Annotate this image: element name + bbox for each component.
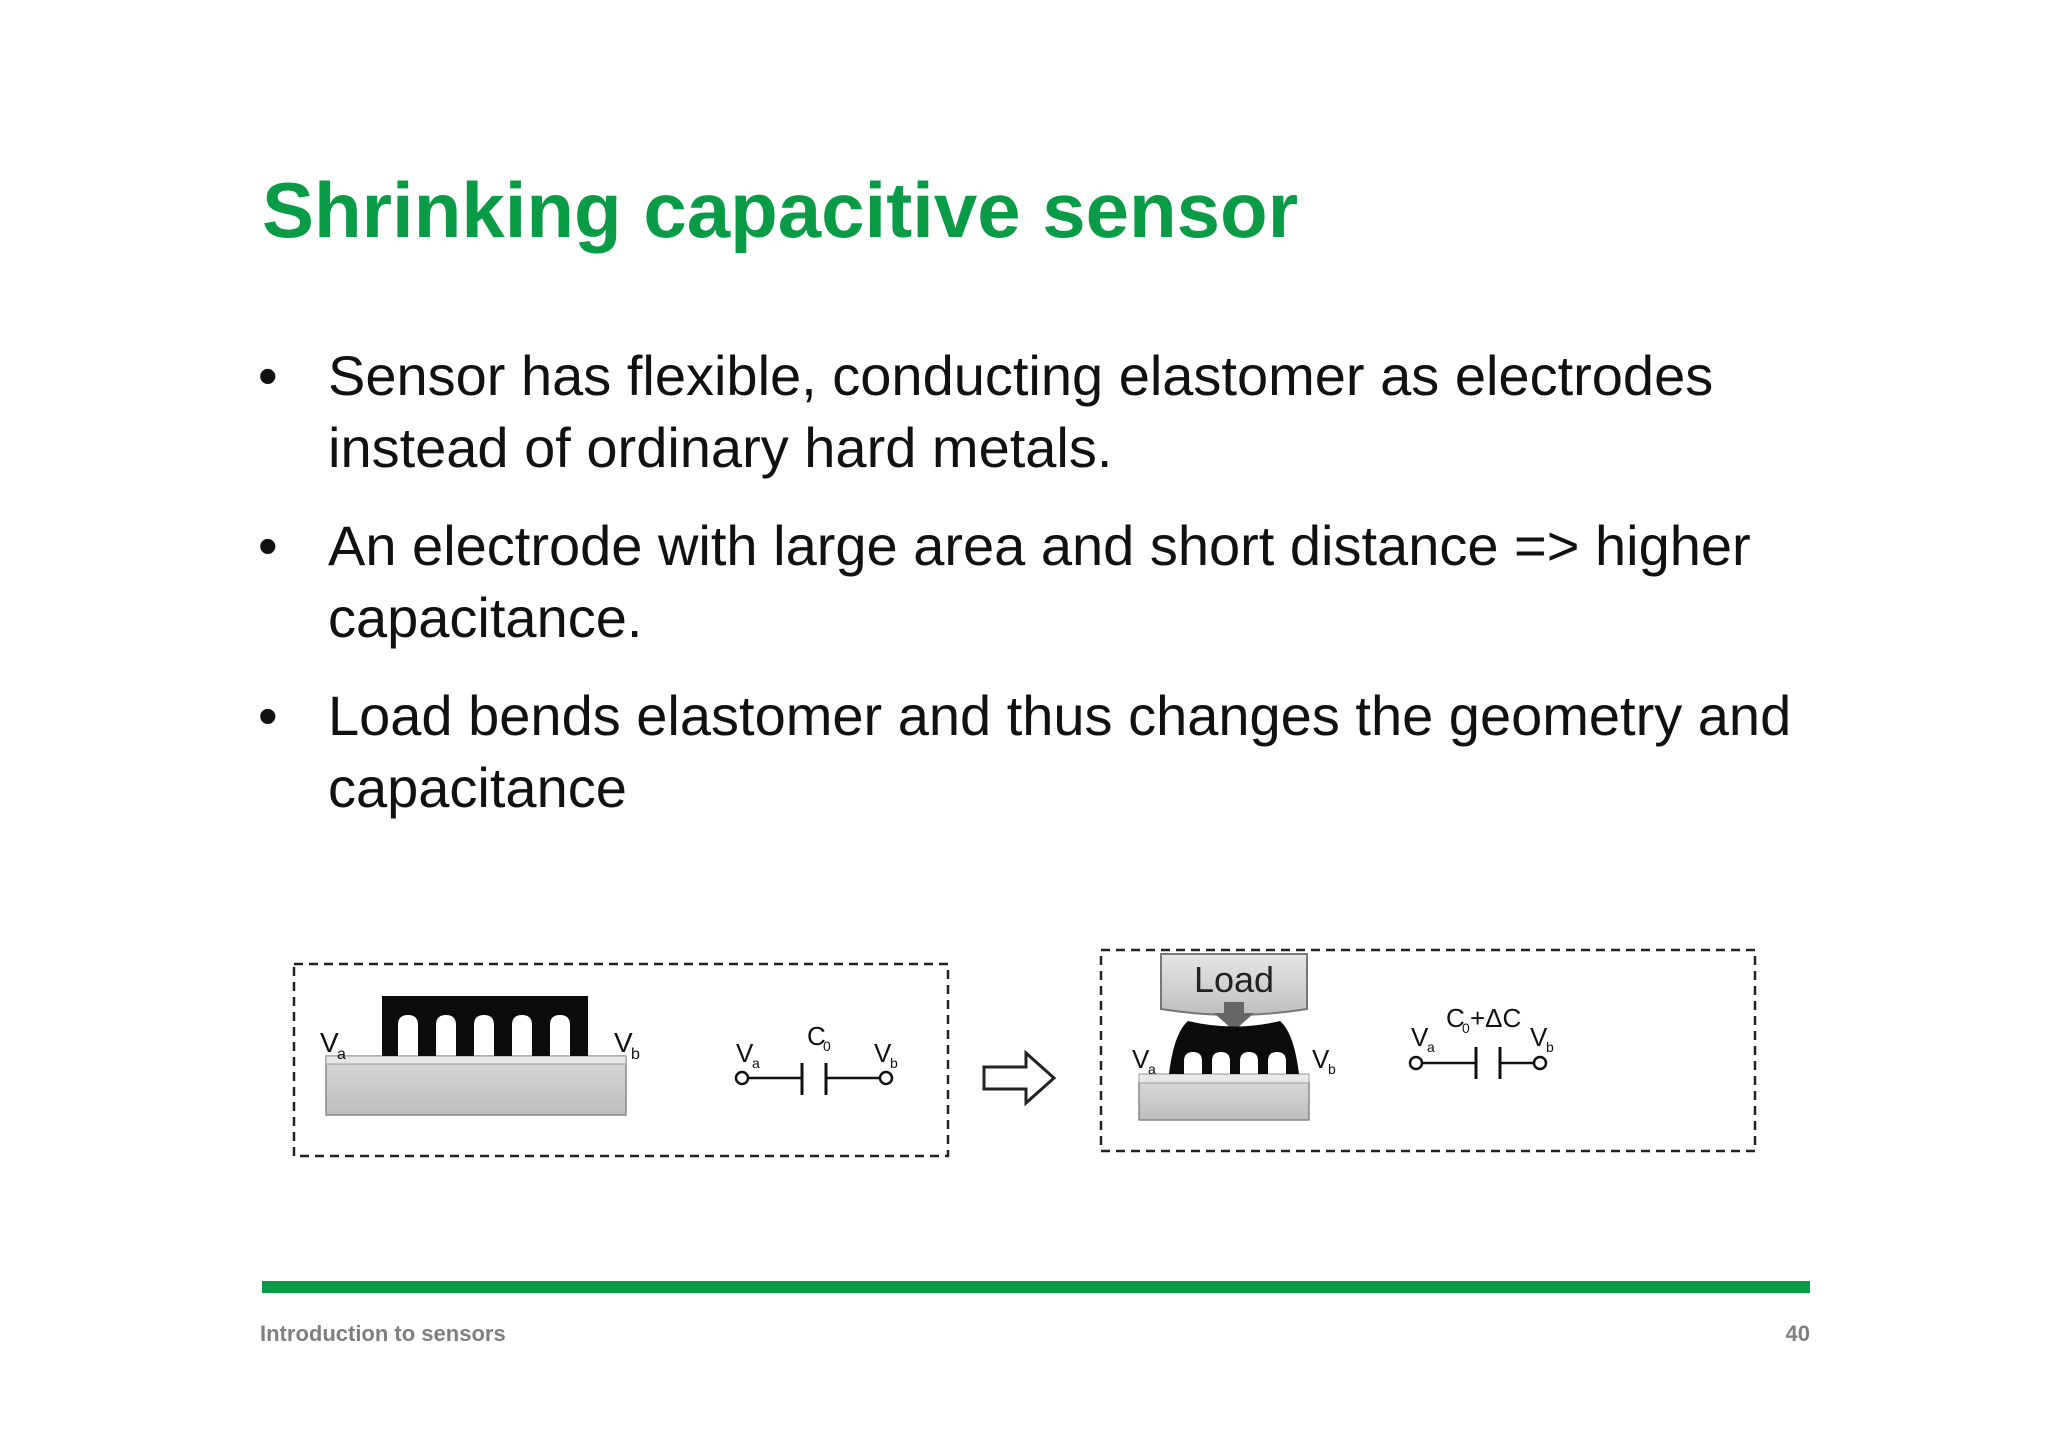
before-panel-border (292, 962, 950, 1158)
vb-label: V (614, 1027, 633, 1058)
bullet-text: Load bends elastomer and thus changes th… (328, 684, 1792, 819)
bullet-marker: • (258, 344, 278, 407)
bullet-item: • Load bends elastomer and thus changes … (258, 680, 1818, 824)
bullet-item: • Sensor has flexible, conducting elasto… (258, 340, 1818, 484)
after-panel-border (1099, 948, 1757, 1153)
slide-title: Shrinking capacitive sensor (262, 166, 1299, 254)
compressed-elastomer (1169, 1021, 1299, 1074)
after-panel: Load V a V b V a C 0 +ΔC V b (1099, 948, 1757, 1153)
substrate (325, 1055, 627, 1116)
before-panel: V a V b V a C 0 V b (292, 962, 950, 1158)
bullet-item: • An electrode with large area and short… (258, 510, 1818, 654)
elastomer-electrode (382, 996, 588, 1056)
bullet-text: An electrode with large area and short d… (328, 514, 1751, 649)
electrode-strip (325, 1055, 627, 1065)
va-label: V (320, 1027, 339, 1058)
down-arrow-icon (1214, 1002, 1254, 1031)
va-subscript: a (752, 1055, 760, 1071)
load-label: Load (1194, 959, 1274, 1000)
footer-divider (262, 1281, 1810, 1293)
cap-subscript: 0 (823, 1038, 831, 1054)
cap-subscript: 0 (1462, 1020, 1470, 1036)
bullet-text: Sensor has flexible, conducting elastome… (328, 344, 1714, 479)
vb-subscript: b (1328, 1061, 1336, 1077)
substrate (1138, 1081, 1310, 1121)
capacitor-symbol: V a C 0 +ΔC V b (1408, 1003, 1554, 1079)
footer-title: Introduction to sensors (260, 1321, 506, 1346)
vb-label: V (1312, 1044, 1330, 1074)
cap-delta-label: +ΔC (1470, 1003, 1521, 1033)
vb-label: V (1530, 1022, 1548, 1052)
va-subscript: a (337, 1046, 346, 1063)
bullet-marker: • (258, 684, 278, 747)
bullet-marker: • (258, 514, 278, 577)
va-subscript: a (1427, 1039, 1435, 1055)
vb-subscript: b (890, 1055, 898, 1071)
page-number: 40 (1785, 1321, 1810, 1346)
cap-label: C (807, 1021, 826, 1051)
va-label: V (736, 1038, 754, 1068)
va-label: V (1132, 1044, 1150, 1074)
cap-label: C (1446, 1003, 1465, 1033)
vb-subscript: b (631, 1046, 640, 1063)
va-subscript: a (1148, 1061, 1156, 1077)
sensor-figure: V a V b V a C 0 V b (270, 935, 1790, 1175)
bullet-list: • Sensor has flexible, conducting elasto… (258, 340, 1818, 850)
sensor-diagram: V a V b V a C 0 V b (292, 948, 1757, 1158)
electrode-strip (1138, 1073, 1310, 1084)
vb-label: V (874, 1038, 892, 1068)
right-arrow-icon (982, 1049, 1057, 1107)
va-label: V (1411, 1022, 1429, 1052)
capacitor-symbol: V a C 0 V b (734, 1021, 898, 1095)
vb-subscript: b (1546, 1039, 1554, 1055)
